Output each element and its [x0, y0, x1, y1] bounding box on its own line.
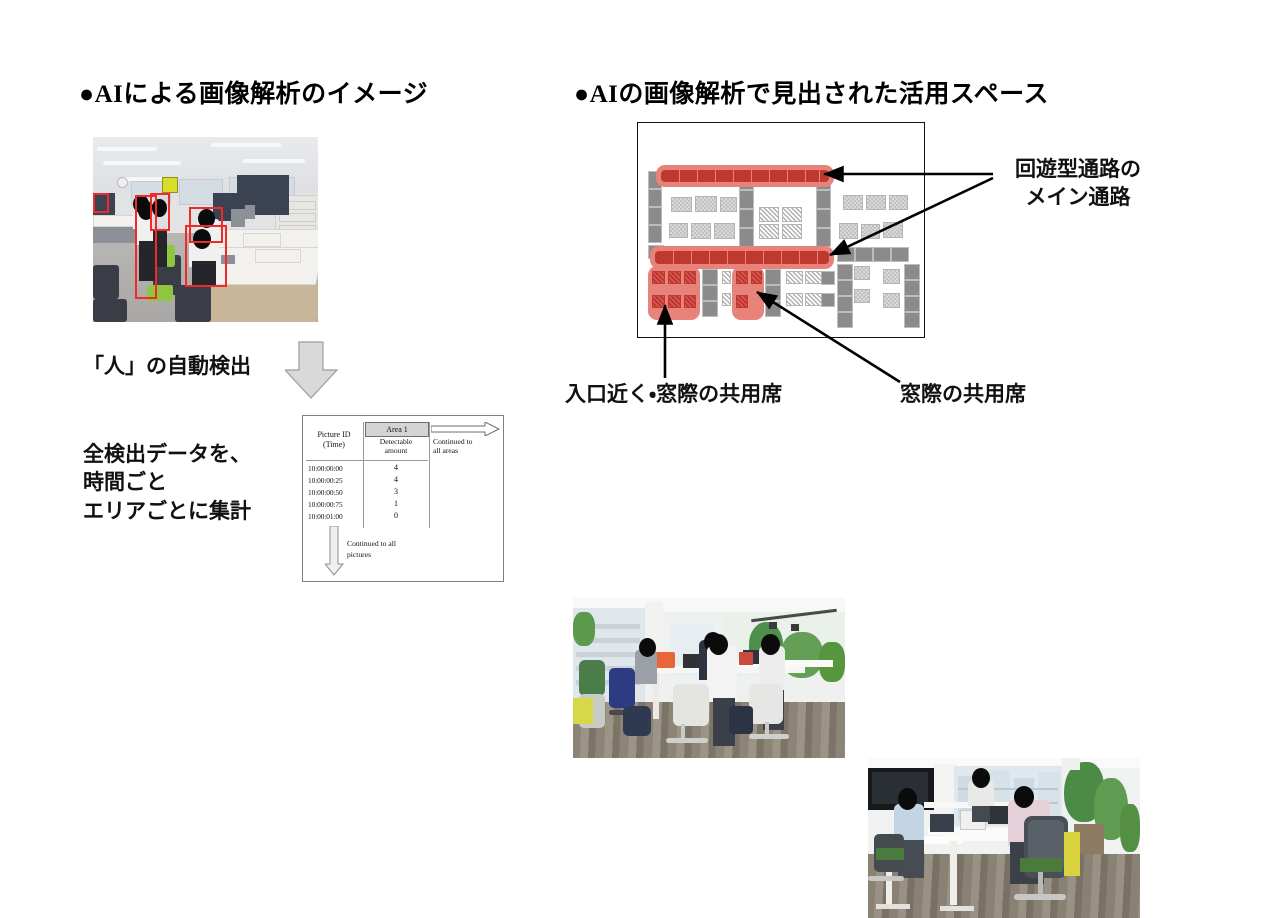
- table-row: 10:00:00:25: [308, 476, 343, 485]
- detection-box: [135, 195, 157, 299]
- label-main-corridor: 回遊型通路の メイン通路: [1015, 157, 1141, 210]
- table-note-all-pictures: Continued to all pictures: [347, 539, 396, 559]
- shared-seats-near-entrance-photo: [573, 598, 845, 758]
- table-row: 3: [394, 487, 398, 496]
- table-row: 10:00:00:75: [308, 500, 343, 509]
- down-block-arrow-detection: [285, 341, 339, 399]
- table-row: 4: [394, 463, 398, 472]
- table-area-header: Area 1: [365, 422, 429, 437]
- office-detection-photo: [93, 137, 318, 322]
- left-column-heading: ●AIによる画像解析のイメージ: [79, 81, 429, 108]
- table-row: 10:00:00:00: [308, 464, 343, 473]
- down-block-arrow-pictures: [325, 526, 345, 576]
- label-entrance-window-seats: 入口近く・窓際の共用席: [565, 382, 783, 406]
- detection-data-table: Area 1 Picture ID (Time) Detectable amou…: [302, 415, 504, 582]
- main-corridor-upper: [656, 165, 834, 187]
- table-row: 10:00:00:50: [308, 488, 343, 497]
- detection-box: [185, 225, 227, 287]
- label-window-shared-seats: 窓際の共用席: [900, 382, 1026, 406]
- right-block-arrow-areas: [431, 422, 501, 436]
- table-note-all-areas: Continued to all areas: [433, 437, 473, 456]
- auto-detection-caption: 「人」の自動検出: [83, 354, 251, 378]
- table-row: 10:00:01:00: [308, 512, 343, 521]
- detection-box: [150, 193, 170, 231]
- table-row: 4: [394, 475, 398, 484]
- detection-box: [93, 193, 109, 213]
- office-floor-plan: [637, 122, 925, 338]
- table-row: 1: [394, 499, 398, 508]
- table-col-header-detectable-amount: Detectable amount: [379, 437, 413, 456]
- aggregate-caption: 全検出データを、 時間ごと エリアごとに集計: [83, 442, 251, 523]
- table-col-header-picture-id: Picture ID (Time): [317, 430, 351, 449]
- right-column-heading: ●AIの画像解析で見出された活用スペース: [574, 81, 1049, 108]
- shared-seats-by-window-photo: [868, 758, 1140, 918]
- table-row: 0: [394, 511, 398, 520]
